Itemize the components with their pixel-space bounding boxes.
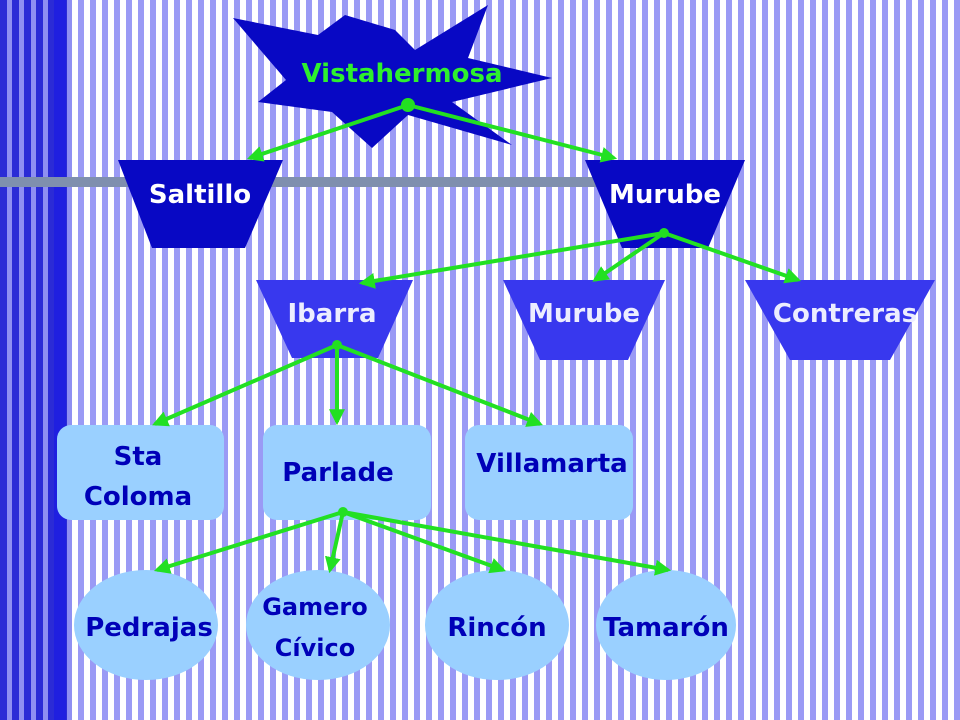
junction-dot-parlade bbox=[338, 507, 348, 517]
ellipse-shape bbox=[425, 570, 569, 680]
node-label-pedrajas: Pedrajas bbox=[85, 613, 213, 643]
edge-parlade-to-tamaron bbox=[342, 510, 672, 576]
node-root: Vistahermosa bbox=[233, 5, 552, 148]
edge-ibarra-to-sta-coloma bbox=[152, 343, 338, 427]
ellipse-shape bbox=[596, 570, 736, 680]
node-label-parlade: Parlade bbox=[282, 458, 393, 488]
node-label-gamero-civico-line2: Cívico bbox=[275, 634, 355, 662]
node-label-murube-top: Murube bbox=[609, 180, 721, 210]
ellipse-shape bbox=[74, 570, 218, 680]
node-ibarra: Ibarra bbox=[256, 280, 413, 358]
junction-dot-root bbox=[401, 98, 415, 112]
node-label-root: Vistahermosa bbox=[302, 59, 503, 89]
node-sta-coloma: Sta Coloma bbox=[57, 425, 224, 520]
trapezoid-shape bbox=[118, 160, 283, 248]
trapezoid-shape bbox=[585, 160, 745, 248]
node-label-saltillo: Saltillo bbox=[149, 180, 251, 210]
junction-dot-ibarra bbox=[332, 340, 342, 350]
node-contreras: Contreras bbox=[745, 280, 935, 360]
node-parlade: Parlade bbox=[263, 425, 431, 520]
trapezoid-shape bbox=[745, 280, 935, 360]
junction-dot-murube-top bbox=[659, 228, 669, 238]
node-villamarta: Villamarta bbox=[465, 425, 633, 520]
node-label-sta-coloma-line1: Sta bbox=[114, 442, 163, 472]
edge-root-to-saltillo bbox=[246, 103, 409, 162]
rounded-rect-shape bbox=[57, 425, 224, 520]
node-rincon: Rincón bbox=[425, 570, 569, 680]
node-label-ibarra: Ibarra bbox=[287, 299, 376, 329]
rounded-rect-shape bbox=[465, 425, 633, 520]
edge-parlade-to-gamero-civico bbox=[324, 511, 345, 574]
background-horizontal-bar bbox=[0, 177, 600, 187]
node-label-villamarta: Villamarta bbox=[476, 449, 627, 479]
node-gamero-civico: Gamero Cívico bbox=[246, 570, 390, 680]
edge-ibarra-to-villamarta bbox=[336, 343, 543, 427]
edge-murube-top-to-contreras bbox=[663, 231, 802, 284]
node-label-gamero-civico-line1: Gamero bbox=[262, 593, 368, 621]
starburst-shape bbox=[233, 5, 552, 148]
node-label-rincon: Rincón bbox=[447, 613, 546, 643]
node-tamaron: Tamarón bbox=[596, 570, 736, 680]
node-pedrajas: Pedrajas bbox=[74, 570, 218, 680]
node-label-contreras: Contreras bbox=[773, 299, 917, 329]
edge-murube-top-to-ibarra bbox=[358, 231, 665, 289]
node-saltillo: Saltillo bbox=[118, 160, 283, 248]
node-label-sta-coloma-line2: Coloma bbox=[84, 482, 192, 512]
edge-parlade-to-pedrajas bbox=[153, 510, 344, 574]
edge-parlade-to-rincon bbox=[342, 510, 507, 574]
trapezoid-shape bbox=[256, 280, 413, 358]
trapezoid-shape bbox=[503, 280, 665, 360]
edge-murube-top-to-murube-mid bbox=[592, 231, 666, 282]
node-label-murube-mid: Murube bbox=[528, 299, 640, 329]
rounded-rect-shape bbox=[263, 425, 431, 520]
node-murube-top: Murube bbox=[585, 160, 745, 248]
node-label-tamaron: Tamarón bbox=[603, 613, 729, 643]
node-murube-mid: Murube bbox=[503, 280, 665, 360]
edge-root-to-murube-top bbox=[407, 103, 618, 163]
ellipse-shape bbox=[246, 570, 390, 680]
